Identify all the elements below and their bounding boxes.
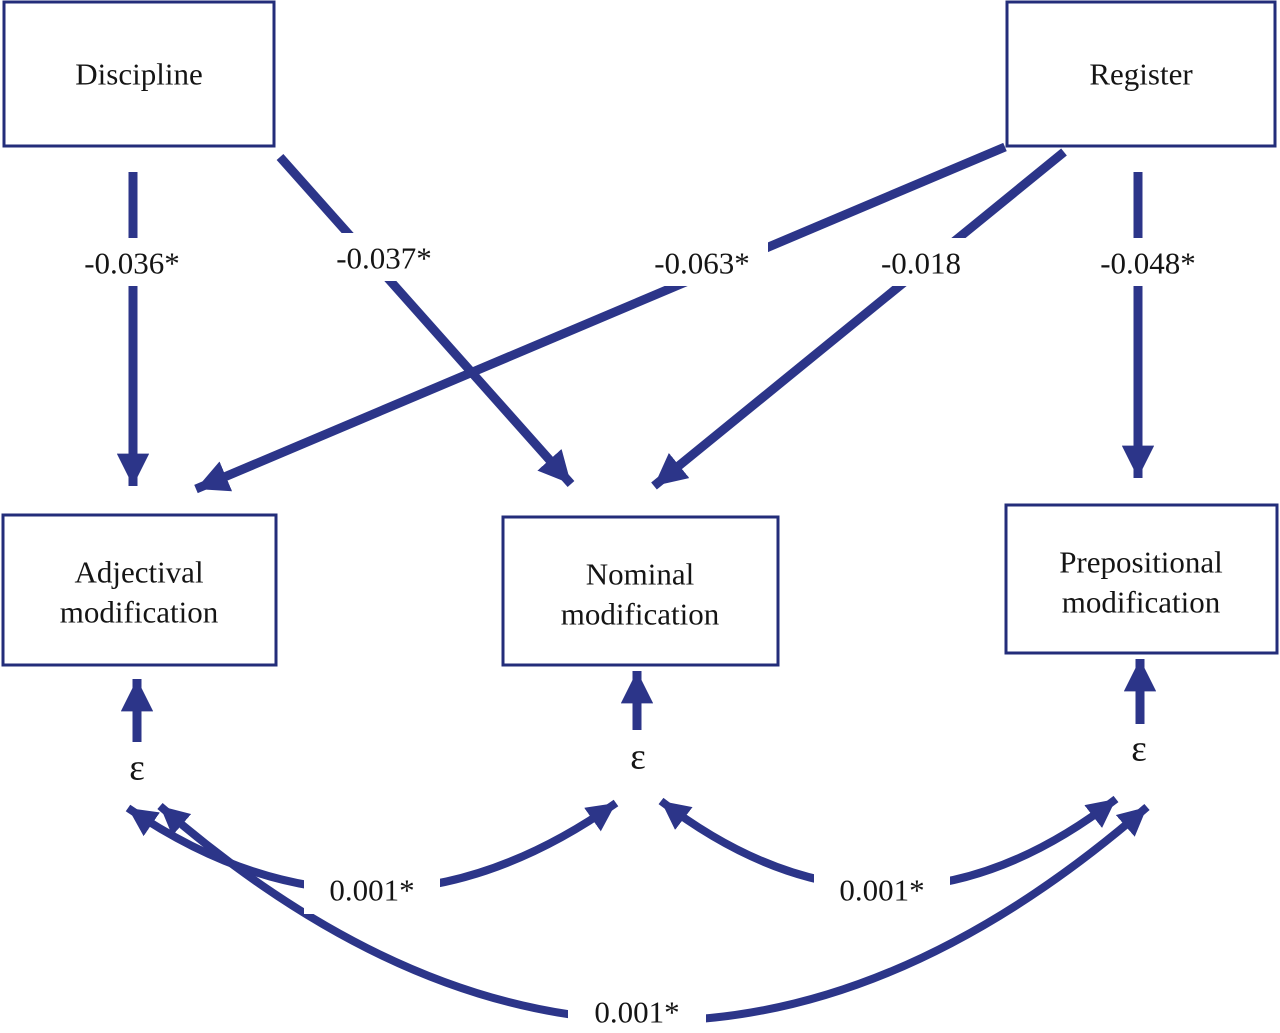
box-register-label: Register bbox=[1089, 57, 1193, 92]
epsilon-adjectival: ε bbox=[129, 748, 145, 789]
box-nominal-label-line2: modification bbox=[561, 597, 720, 632]
box-adjectival-modification: Adjectival modification bbox=[1, 513, 278, 667]
epsilon-prepositional: ε bbox=[1131, 729, 1147, 770]
box-register: Register bbox=[1005, 0, 1277, 148]
arrow-register-to-nominal bbox=[651, 148, 1067, 490]
box-discipline: Discipline bbox=[2, 0, 276, 148]
coefficient-register-nominal: -0.018 bbox=[881, 246, 961, 281]
coef-mask bbox=[66, 238, 198, 286]
coef-mask bbox=[636, 238, 768, 286]
box-nominal-modification: Nominal modification bbox=[501, 515, 780, 667]
box-prepositional-label-line1: Prepositional bbox=[1059, 545, 1223, 580]
cov-mask bbox=[814, 864, 950, 914]
coef-mask bbox=[1082, 238, 1214, 286]
coefficient-register-adjectival: -0.063* bbox=[654, 246, 750, 281]
coefficient-register-prepositional: -0.048* bbox=[1100, 246, 1196, 281]
cov-mask bbox=[568, 988, 706, 1033]
box-adjectival-label-line2: modification bbox=[60, 595, 219, 630]
box-prepositional-modification: Prepositional modification bbox=[1004, 503, 1279, 655]
box-prepositional-label-line2: modification bbox=[1062, 585, 1221, 620]
arrow-register-to-adjectival bbox=[194, 142, 1007, 494]
box-discipline-label: Discipline bbox=[75, 57, 202, 92]
coefficient-discipline-adjectival: -0.036* bbox=[84, 246, 180, 281]
coefficient-discipline-nominal: -0.037* bbox=[336, 241, 432, 276]
cov-mask bbox=[304, 864, 440, 914]
box-nominal-label-line1: Nominal bbox=[586, 557, 695, 592]
coef-mask bbox=[864, 238, 978, 286]
epsilon-nominal: ε bbox=[630, 737, 646, 778]
arrow-discipline-to-nominal bbox=[276, 154, 575, 487]
covariance-label-nominal-prepositional: 0.001* bbox=[839, 873, 924, 908]
box-adjectival-label-line1: Adjectival bbox=[74, 555, 203, 590]
coef-mask bbox=[318, 233, 450, 281]
covariance-label-adjectival-nominal: 0.001* bbox=[329, 873, 414, 908]
covariance-label-adjectival-prepositional: 0.001* bbox=[594, 995, 679, 1030]
